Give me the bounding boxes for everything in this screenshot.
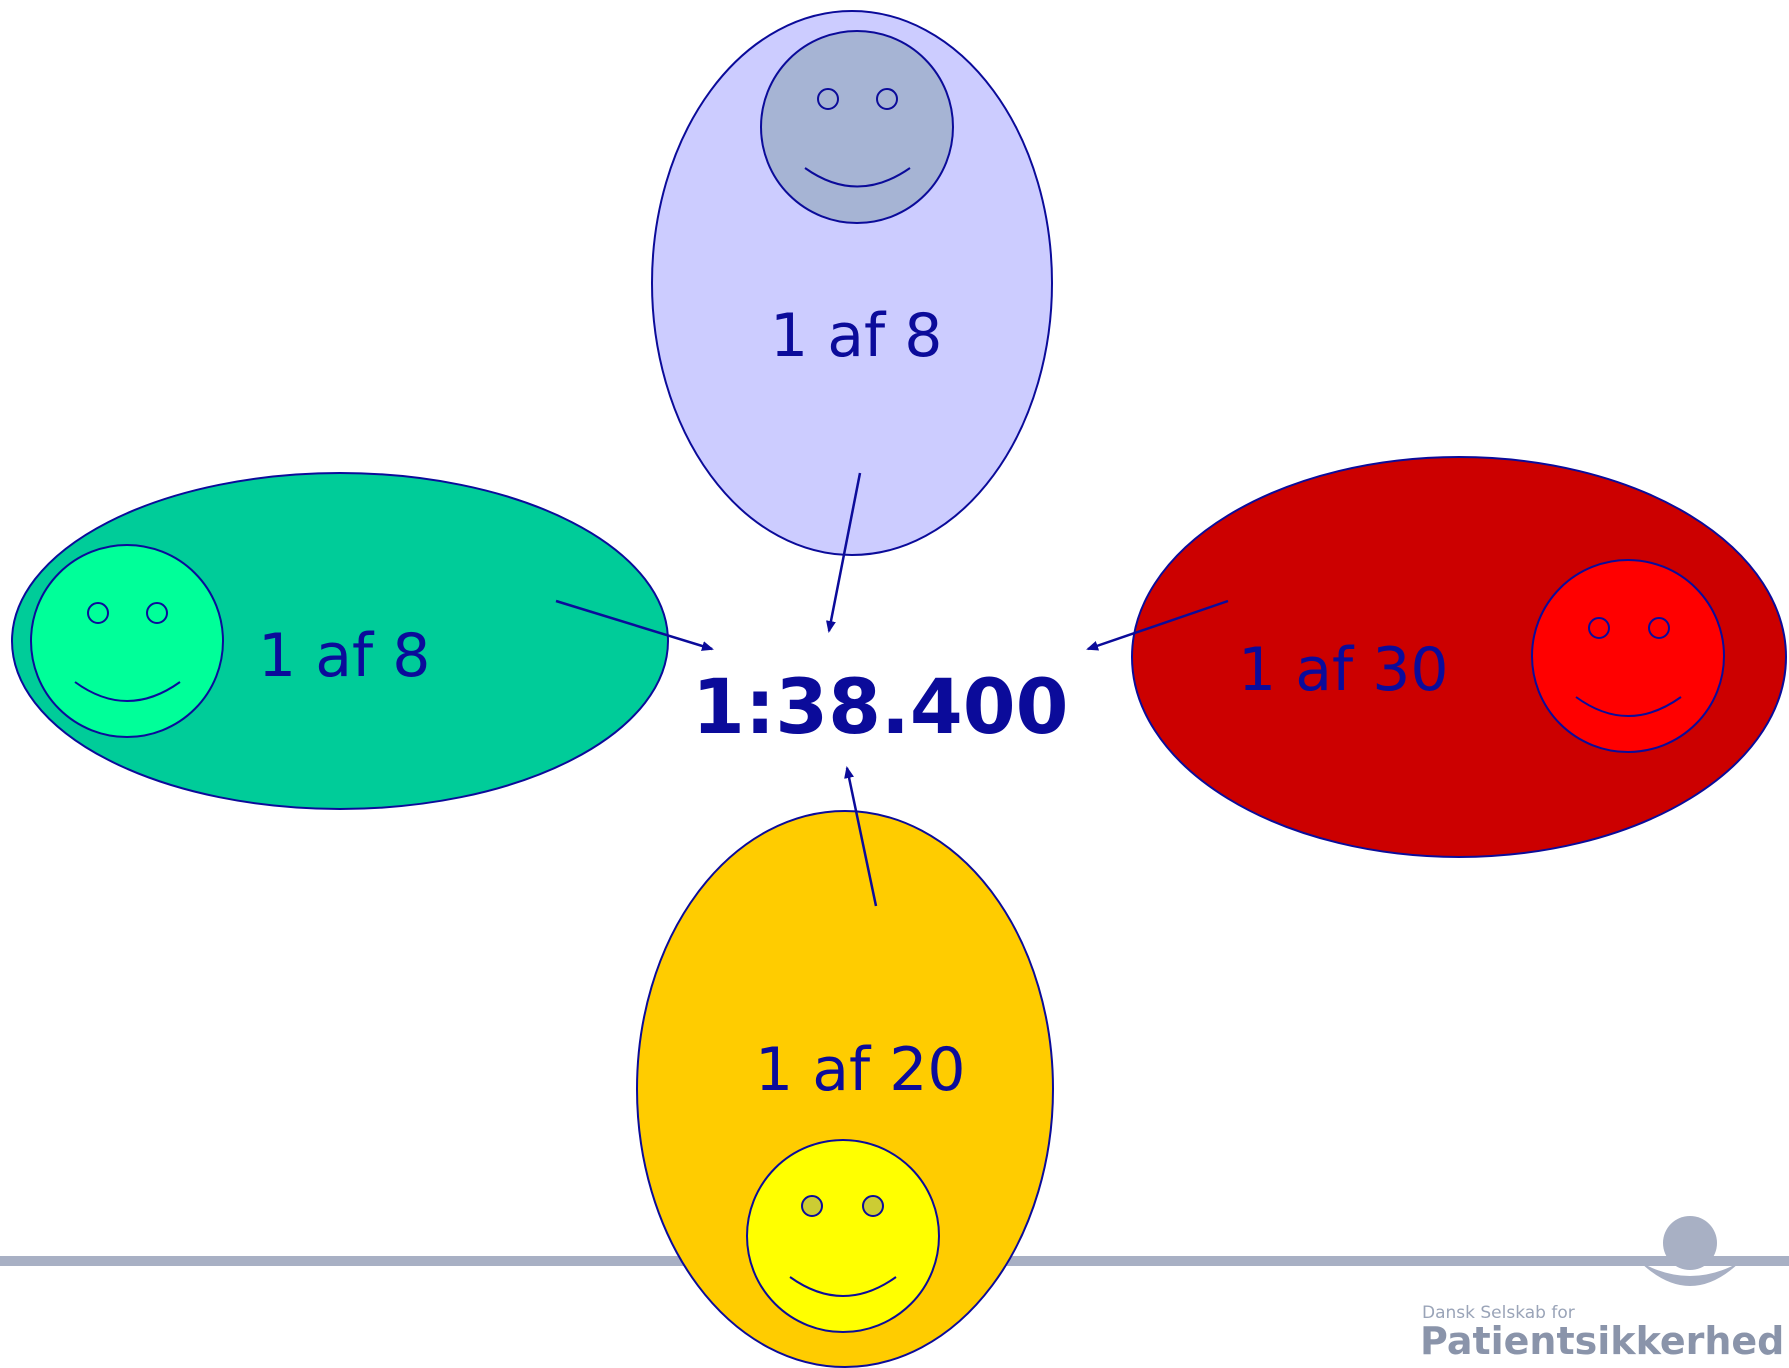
ellipse-left	[11, 472, 669, 810]
arrow-top-to-center	[826, 472, 862, 633]
smiley-face-top-icon	[760, 30, 954, 224]
smiley-face-right-icon	[1531, 559, 1725, 753]
ellipse-top-label: 1 af 8	[770, 301, 942, 371]
ellipse-right-label: 1 af 30	[1238, 635, 1449, 705]
ellipse-group-bottom: 1 af 20	[636, 810, 1054, 1368]
smiley-face-bottom-icon	[746, 1139, 940, 1333]
logo-text-small: Dansk Selskab for	[1422, 1303, 1575, 1323]
ellipse-top	[651, 10, 1053, 556]
ellipse-group-top: 1 af 8	[651, 10, 1053, 556]
logo-text-big: Patientsikkerhed	[1420, 1319, 1784, 1363]
arrow-left-to-center	[555, 599, 714, 651]
ellipse-group-right: 1 af 30	[1131, 456, 1787, 858]
center-ratio: 1:38.400	[692, 662, 1069, 751]
ellipse-bottom	[636, 810, 1054, 1368]
smiley-face-left-icon	[30, 544, 224, 738]
ellipse-bottom-label: 1 af 20	[755, 1035, 966, 1105]
ellipse-right	[1131, 456, 1787, 858]
logo-circle-icon	[1663, 1216, 1717, 1270]
arrow-right-to-center	[1086, 599, 1229, 651]
arrow-bottom-to-center	[844, 766, 878, 907]
logo: Dansk Selskab for Patientsikkerhed	[1420, 1216, 1789, 1363]
ellipse-left-label: 1 af 8	[258, 621, 430, 691]
logo-swoosh-icon	[1640, 1262, 1740, 1286]
ellipse-group-left: 1 af 8	[11, 472, 669, 810]
logo-line-segment	[1655, 1256, 1789, 1266]
